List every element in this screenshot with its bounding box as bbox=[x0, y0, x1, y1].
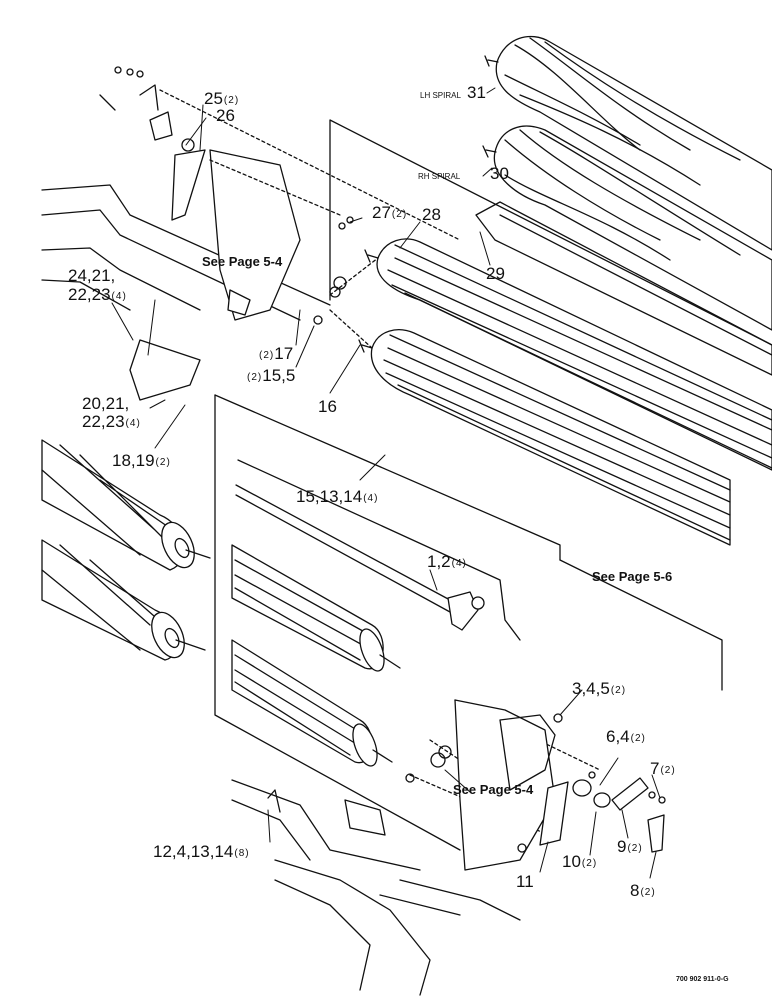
callout-9: 9(2) bbox=[617, 837, 643, 856]
rh-spiral-roll bbox=[482, 125, 772, 331]
see-page-5-6[interactable]: See Page 5-6 bbox=[592, 569, 673, 584]
see-page-5-4-top[interactable]: See Page 5-4 bbox=[202, 254, 283, 269]
callout-15-5: (2)15,5 bbox=[247, 366, 296, 385]
left-spiral-roll-upper bbox=[41, 439, 211, 571]
callout-25: 25(2) bbox=[204, 89, 240, 108]
callout-16: 16 bbox=[318, 397, 337, 416]
callout-30: 30 bbox=[490, 164, 509, 183]
upper-left-frame bbox=[41, 66, 354, 401]
cover-bar-29 bbox=[475, 201, 772, 376]
lh-spiral-label: LH SPIRAL bbox=[420, 91, 461, 100]
callout-12-4-13-14: 12,4,13,14(8) bbox=[153, 842, 250, 861]
bottom-frame bbox=[231, 779, 521, 996]
callout-11: 11 bbox=[516, 872, 534, 891]
center-fluted-roll-lower bbox=[231, 639, 393, 767]
lh-spiral-roll bbox=[484, 35, 772, 251]
callout-17: (2)17 bbox=[259, 344, 294, 363]
callout-10: 10(2) bbox=[562, 852, 598, 871]
fluted-roll-16 bbox=[358, 329, 731, 546]
callout-3-4-5: 3,4,5(2) bbox=[572, 679, 627, 698]
callout-26: 26 bbox=[216, 106, 235, 125]
callout-18-19: 18,19(2) bbox=[112, 451, 171, 470]
boundary-lines bbox=[214, 119, 772, 851]
shaft-1-2 bbox=[235, 484, 485, 631]
callout-8: 8(2) bbox=[630, 881, 656, 900]
rh-spiral-label: RH SPIRAL bbox=[418, 172, 461, 181]
callout-7: 7(2) bbox=[650, 759, 676, 778]
callout-24-21: 24,21, bbox=[68, 266, 116, 285]
callout-29: 29 bbox=[486, 264, 505, 283]
callout-22-23-lower: 22,23(4) bbox=[82, 412, 141, 431]
callout-6-4: 6,4(2) bbox=[606, 727, 646, 746]
left-spiral-roll-lower bbox=[41, 539, 206, 661]
center-fluted-roll-upper bbox=[231, 544, 401, 672]
see-page-5-4-bottom[interactable]: See Page 5-4 bbox=[453, 782, 534, 797]
callout-28: 28 bbox=[422, 205, 441, 224]
callout-20-21: 20,21, bbox=[82, 394, 130, 413]
callout-27: 27(2) bbox=[372, 203, 408, 222]
fluted-roll-28 bbox=[364, 238, 772, 471]
callout-15-13-14: 15,13,14(4) bbox=[296, 487, 379, 506]
callout-1-2: 1,2(4) bbox=[427, 552, 467, 571]
lower-right-frame bbox=[405, 699, 666, 871]
callout-31: 31 bbox=[467, 83, 486, 102]
drawing-number: 700 902 911-0-G bbox=[676, 976, 729, 983]
callout-22-23-upper: 22,23(4) bbox=[68, 285, 127, 304]
leader-lines bbox=[111, 87, 661, 879]
